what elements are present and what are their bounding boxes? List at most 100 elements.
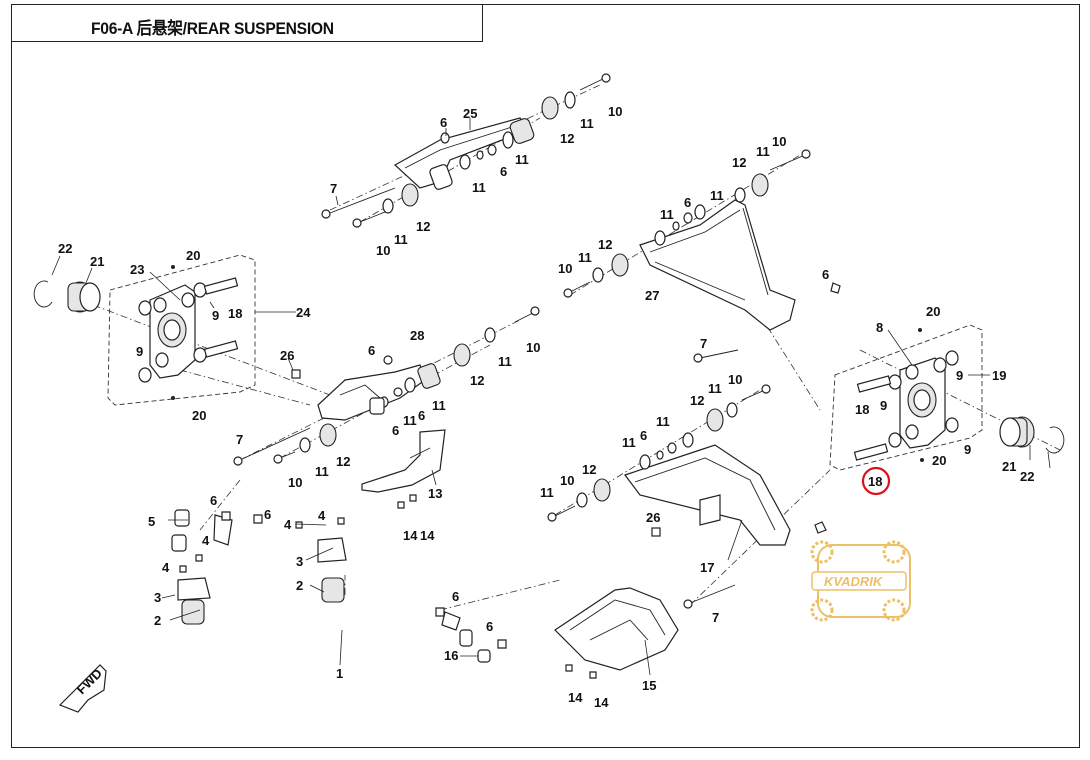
callout: 16 bbox=[444, 648, 458, 663]
callout: 10 bbox=[728, 372, 742, 387]
drawing-frame bbox=[11, 4, 1080, 748]
callout: 14 bbox=[420, 528, 435, 543]
callout: 11 bbox=[472, 180, 486, 195]
callout: 24 bbox=[296, 305, 311, 320]
callout: 10 bbox=[560, 473, 574, 488]
title-block: F06-A 后悬架/REAR SUSPENSION bbox=[11, 4, 483, 42]
highlighted-callout-18: 18 bbox=[861, 466, 891, 496]
callout: 6 bbox=[684, 195, 691, 210]
page-title: F06-A 后悬架/REAR SUSPENSION bbox=[91, 19, 334, 38]
callout: 3 bbox=[296, 554, 303, 569]
right-knuckle-assembly bbox=[853, 328, 1065, 462]
callout: 15 bbox=[642, 678, 656, 693]
callout: 4 bbox=[202, 533, 210, 548]
callout: 4 bbox=[284, 517, 292, 532]
callout: 20 bbox=[192, 408, 206, 423]
callout: 11 bbox=[756, 144, 770, 159]
callout: 12 bbox=[416, 219, 430, 234]
callout: 12 bbox=[732, 155, 746, 170]
callout: 6 bbox=[210, 493, 217, 508]
stabilizer-bar bbox=[171, 509, 507, 663]
highlighted-callout-label: 18 bbox=[868, 474, 882, 489]
callout: 20 bbox=[932, 453, 946, 468]
callout: 11 bbox=[540, 485, 554, 500]
upper-right-a-arm bbox=[563, 149, 841, 363]
callout: 28 bbox=[410, 328, 424, 343]
callout: 11 bbox=[708, 381, 722, 396]
callout: 19 bbox=[992, 368, 1006, 383]
fwd-arrow-icon: FWD bbox=[58, 664, 107, 713]
skid-plate bbox=[554, 587, 679, 679]
callout: 11 bbox=[498, 354, 512, 369]
callout: 23 bbox=[130, 262, 144, 277]
callout: 10 bbox=[526, 340, 540, 355]
callout: 6 bbox=[440, 115, 447, 130]
callout: 10 bbox=[608, 104, 622, 119]
callout: 27 bbox=[645, 288, 659, 303]
callout: 11 bbox=[403, 413, 417, 428]
callout: 11 bbox=[578, 250, 592, 265]
watermark-logo: KVADRIK bbox=[810, 540, 911, 622]
callout: 1 bbox=[336, 666, 343, 681]
frame-mount-bracket bbox=[233, 306, 540, 509]
callout: 12 bbox=[598, 237, 612, 252]
callout: 6 bbox=[500, 164, 507, 179]
callout: 21 bbox=[1002, 459, 1016, 474]
callout: 22 bbox=[1020, 469, 1034, 484]
callout: 6 bbox=[822, 267, 829, 282]
callout: 14 bbox=[403, 528, 418, 543]
left-knuckle-group-box bbox=[107, 254, 256, 406]
callout: 13 bbox=[428, 486, 442, 501]
callout: 12 bbox=[582, 462, 596, 477]
leader-lines bbox=[51, 118, 1051, 676]
callout: 11 bbox=[656, 414, 670, 429]
callout: 12 bbox=[336, 454, 350, 469]
upper-left-a-arm bbox=[321, 73, 611, 228]
callout: 11 bbox=[580, 116, 594, 131]
callout: 6 bbox=[368, 343, 375, 358]
callout: 8 bbox=[876, 320, 883, 335]
callout: 14 bbox=[594, 695, 609, 710]
callout: 21 bbox=[90, 254, 104, 269]
callout: 14 bbox=[568, 690, 583, 705]
callout: 3 bbox=[154, 590, 161, 605]
callout: 6 bbox=[392, 423, 399, 438]
callout: 9 bbox=[880, 398, 887, 413]
callout: 20 bbox=[186, 248, 200, 263]
callout: 11 bbox=[432, 398, 446, 413]
callout: 25 bbox=[463, 106, 477, 121]
callout: 5 bbox=[148, 514, 155, 529]
callout: 11 bbox=[315, 464, 329, 479]
callout: 7 bbox=[236, 432, 243, 447]
callout: 7 bbox=[330, 181, 337, 196]
left-knuckle-assembly bbox=[33, 265, 239, 400]
callout: 12 bbox=[470, 373, 484, 388]
callout: 9 bbox=[964, 442, 971, 457]
callout: 6 bbox=[264, 507, 271, 522]
callout: 6 bbox=[418, 408, 425, 423]
callout: 10 bbox=[558, 261, 572, 276]
callout: 9 bbox=[136, 344, 143, 359]
callout: 10 bbox=[772, 134, 786, 149]
callout: 6 bbox=[640, 428, 647, 443]
callout: 11 bbox=[710, 188, 724, 203]
watermark-brand: KVADRIK bbox=[824, 574, 884, 589]
callout: 22 bbox=[58, 241, 72, 256]
callout: 7 bbox=[712, 610, 719, 625]
callout: 10 bbox=[288, 475, 302, 490]
callout: 12 bbox=[690, 393, 704, 408]
right-knuckle-group-box bbox=[829, 324, 983, 471]
callout: 26 bbox=[646, 510, 660, 525]
callout: 11 bbox=[622, 435, 636, 450]
callout: 26 bbox=[280, 348, 294, 363]
callout: 9 bbox=[212, 308, 219, 323]
lower-right-a-arm bbox=[547, 384, 827, 609]
callout: 4 bbox=[318, 508, 326, 523]
callout: 20 bbox=[926, 304, 940, 319]
callout: 2 bbox=[154, 613, 161, 628]
callout: 11 bbox=[660, 207, 674, 222]
callout: 2 bbox=[296, 578, 303, 593]
callout: 4 bbox=[162, 560, 170, 575]
callout: 10 bbox=[376, 243, 390, 258]
